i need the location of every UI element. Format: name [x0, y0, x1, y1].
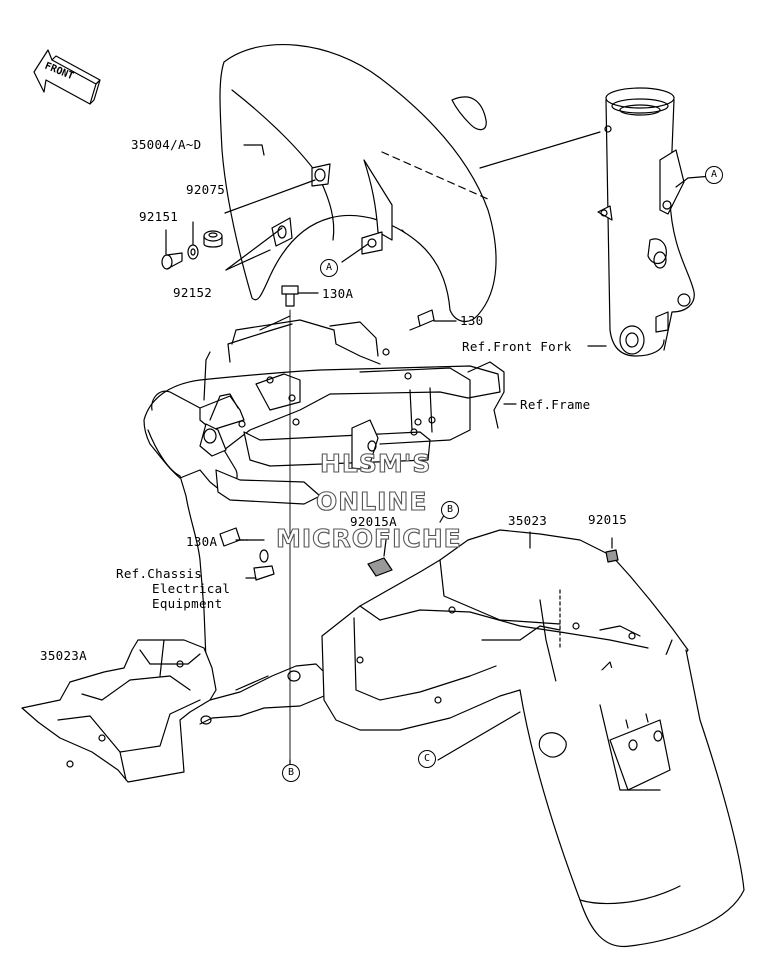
front-fender-drawing — [219, 43, 497, 323]
washer-drawing — [187, 244, 199, 260]
grommet-drawing — [203, 230, 223, 248]
bracket-drawing — [253, 549, 275, 581]
ref-label-chassis-line3: Equipment — [152, 596, 223, 611]
watermark-line1: HLSM'S — [319, 449, 432, 478]
part-label-washer: 92152 — [173, 285, 213, 300]
callout-a-fender: A — [320, 259, 338, 277]
clip-nut-drawing — [605, 549, 619, 563]
watermark-line2: ONLINE — [315, 487, 428, 516]
ref-label-chassis-line1: Ref.Chassis — [116, 566, 203, 581]
part-label-clip-nut-small: 92015A — [350, 514, 397, 529]
part-label-clip-nut: 92015 — [588, 512, 628, 527]
bolt-right-drawing — [409, 309, 435, 331]
battery-case-drawing — [21, 639, 325, 783]
callout-b-top: B — [441, 501, 459, 519]
bolt-top-drawing — [281, 285, 299, 307]
part-label-grommet: 92075 — [186, 182, 226, 197]
ref-label-front-fork: Ref.Front Fork — [462, 339, 572, 354]
clip-nut-small-drawing — [367, 557, 393, 577]
callout-c: C — [418, 750, 436, 768]
part-label-front-fender: 35004/A~D — [131, 137, 202, 152]
part-label-bolt-top: 130A — [322, 286, 354, 301]
front-fork-drawing — [597, 87, 695, 357]
front-arrow-icon — [33, 49, 101, 105]
part-label-rear-fender-front: 35023 — [508, 513, 548, 528]
callout-b-bottom: B — [282, 764, 300, 782]
screw-drawing — [161, 252, 183, 270]
ref-label-chassis-line2: Electrical — [152, 581, 231, 596]
ref-label-frame: Ref.Frame — [520, 397, 591, 412]
part-label-screw: 92151 — [139, 209, 179, 224]
watermark-line3: MICROFICHE — [275, 524, 462, 553]
rear-mudguard-drawing — [519, 649, 745, 948]
subframe-drawing — [143, 319, 505, 561]
bolt-lower-drawing — [219, 527, 249, 547]
part-label-bolt-right: 130 — [460, 313, 484, 328]
part-label-bolt-lower: 130A — [186, 534, 218, 549]
part-label-battery-case: 35023A — [40, 648, 87, 663]
callout-a-fork: A — [705, 166, 723, 184]
